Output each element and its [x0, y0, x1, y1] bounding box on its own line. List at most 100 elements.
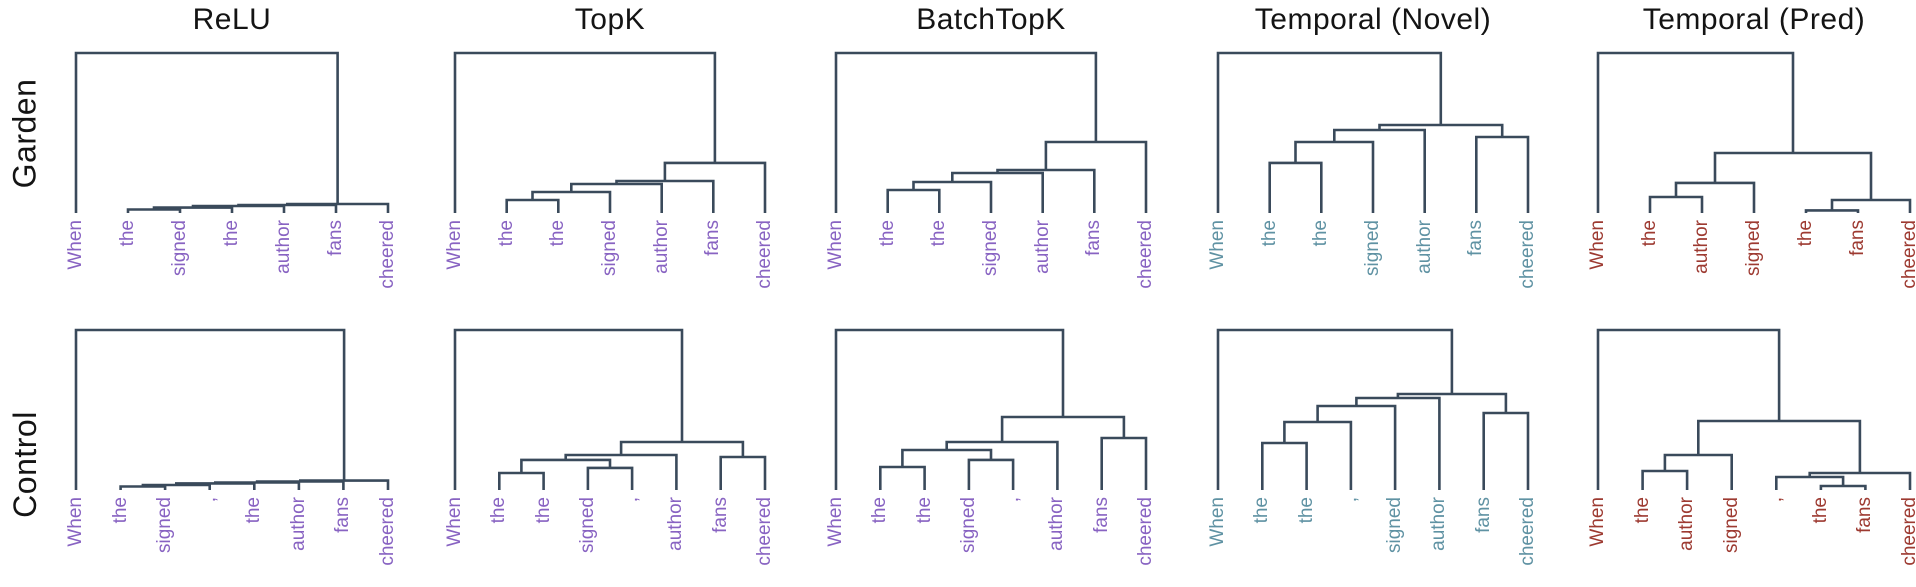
dendrogram-link [1663, 453, 1733, 490]
dendrogram-link [886, 188, 941, 213]
dendrogram-link [119, 485, 167, 490]
dendrogram-link [1697, 419, 1862, 473]
dendrogram-link [1044, 140, 1148, 213]
leaf-label: the [1795, 220, 1816, 247]
leaf-label: the [1631, 497, 1653, 524]
dendrogram-link [74, 51, 339, 213]
dendrogram-link [901, 448, 993, 467]
dendrogram-link [1775, 475, 1845, 490]
leaf-label: , [198, 497, 220, 503]
dendrogram-link [1283, 420, 1353, 490]
leaf-label: When [825, 220, 846, 270]
dendrogram-link [834, 51, 1098, 213]
dendrogram-link [1641, 469, 1689, 490]
leaf-label: When [1587, 220, 1608, 270]
dendrogram-link [1100, 436, 1148, 490]
leaf-label: signed [1384, 497, 1406, 553]
dendrogram-link [74, 328, 346, 490]
dendrogram-link [663, 161, 767, 213]
dendrogram-link [1261, 441, 1308, 490]
leaf-label: signed [154, 497, 176, 553]
leaf-label: the [1251, 497, 1273, 524]
dendrogram-link [719, 455, 767, 490]
dendrogram-link [1819, 484, 1867, 490]
leaf-label: cheered [1899, 497, 1916, 566]
dendrogram-link [505, 198, 560, 213]
leaf-label: When [1207, 497, 1228, 547]
leaf-label: fans [1090, 497, 1112, 533]
dendrogram-link [834, 328, 1065, 490]
leaf-label: the [869, 497, 891, 524]
leaf-label: , [621, 497, 643, 503]
leaf-label: cheered [1899, 220, 1916, 289]
panel-title: Temporal (Novel) [1254, 3, 1492, 36]
dendrogram-link [1268, 161, 1323, 213]
leaf-label: cheered [754, 497, 775, 566]
leaf-label: the [876, 220, 898, 247]
dendrogram-link [237, 203, 338, 213]
leaf-label: , [1765, 497, 1787, 503]
panel-title: ReLU [192, 3, 272, 36]
leaf-label: cheered [377, 220, 398, 289]
leaf-label: the [532, 497, 554, 524]
panel-title: Temporal (Pred) [1642, 3, 1866, 36]
dendrogram-link [996, 168, 1096, 213]
dendrogram-link [453, 51, 717, 213]
leaf-label: When [1587, 497, 1608, 547]
leaf-label: the [1310, 220, 1332, 247]
leaf-label: When [1207, 220, 1228, 270]
dendrogram-link [879, 465, 926, 490]
leaf-label: fans [332, 497, 354, 533]
leaf-label: cheered [377, 497, 398, 566]
leaf-label: the [913, 497, 935, 524]
dendrogram-link [1294, 140, 1375, 213]
leaf-label: fans [709, 497, 731, 533]
leaf-label: When [65, 497, 86, 547]
dendrogram-link [498, 471, 545, 490]
dendrogram-link [453, 328, 684, 490]
dendrogram-link [570, 182, 663, 213]
dendrogram-link [1808, 471, 1912, 490]
leaf-label: author [287, 497, 309, 551]
leaf-label: When [65, 220, 86, 270]
leaf-label: the [495, 220, 517, 247]
row-label-box: Garden [0, 48, 50, 218]
leaf-label: signed [1720, 497, 1742, 553]
dendrogram-link [951, 171, 1044, 213]
leaf-label: the [221, 220, 242, 247]
leaf-label: signed [957, 497, 979, 553]
dendrogram-link [531, 190, 612, 213]
leaf-label: the [1639, 220, 1660, 247]
dendrogram-link [520, 458, 612, 473]
leaf-label: author [273, 220, 294, 274]
leaf-label: the [547, 220, 569, 247]
dendrogram-link [586, 466, 634, 490]
leaf-label: , [1339, 497, 1361, 503]
leaf-label: cheered [1517, 497, 1538, 566]
dendrogram-link [1596, 328, 1781, 490]
panel-title: BatchTopK [916, 3, 1066, 36]
leaf-label: signed [1743, 220, 1764, 276]
dendrogram-link [1316, 404, 1397, 490]
panel-title: TopK [574, 3, 646, 36]
dendrogram-link [1355, 396, 1441, 490]
leaf-label: fans [1465, 220, 1487, 256]
leaf-label: signed [169, 220, 190, 276]
leaf-label: the [1809, 497, 1831, 524]
leaf-label: cheered [1517, 220, 1538, 289]
dendrogram-link [967, 458, 1015, 490]
leaf-label: , [1002, 497, 1024, 503]
dendrogram-link [191, 204, 286, 213]
dendrogram-link [1648, 195, 1704, 213]
leaf-label: fans [702, 220, 724, 256]
dendrogram-link [1482, 411, 1530, 490]
leaf-label: fans [1083, 220, 1105, 256]
leaf-label: author [650, 220, 672, 274]
dendrogram-link [214, 481, 301, 490]
dendrogram-link [1596, 51, 1795, 213]
leaf-label: author [665, 497, 687, 551]
leaf-label: fans [1847, 220, 1868, 256]
dendrogram-link [1216, 328, 1454, 490]
